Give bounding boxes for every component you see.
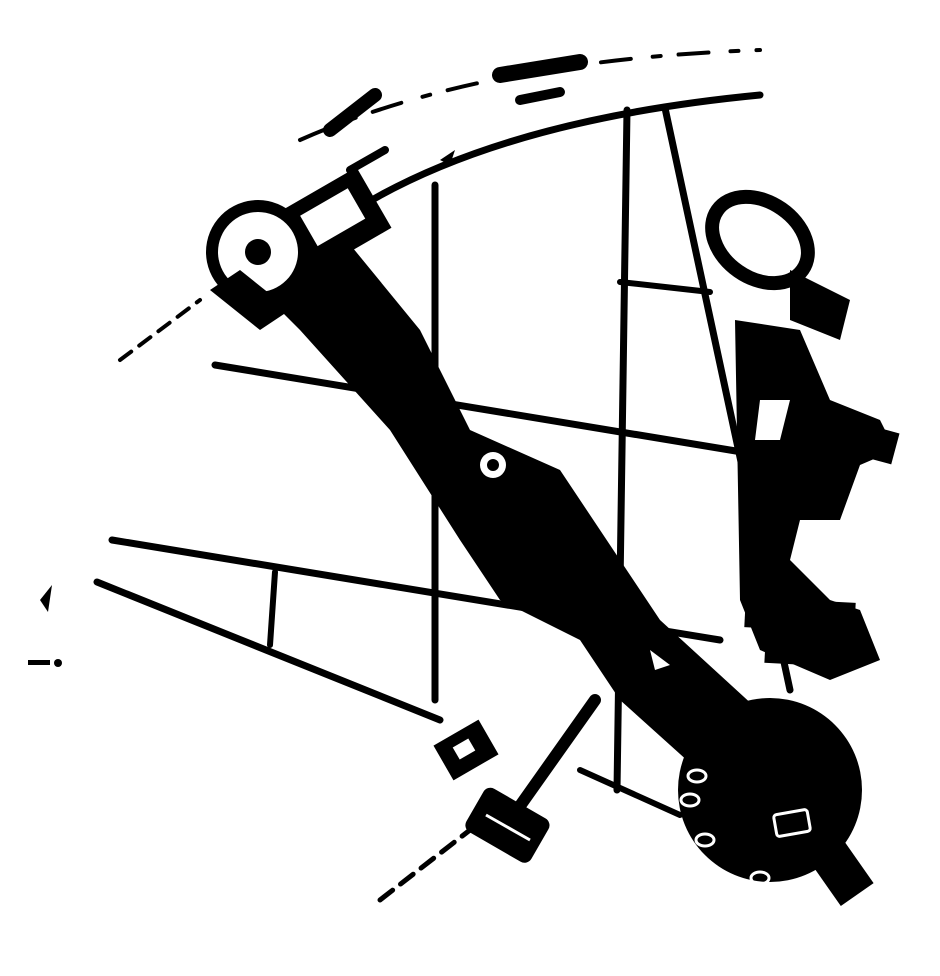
vernier-clamp — [433, 719, 499, 781]
index-mirror — [206, 167, 392, 330]
arc-limb — [298, 48, 764, 214]
horizon-mirror — [735, 320, 900, 680]
handle — [465, 694, 601, 863]
index-arm — [230, 220, 780, 790]
shade-glasses — [28, 150, 856, 668]
micrometer-drum — [678, 698, 874, 907]
telescope-ring — [705, 189, 850, 340]
